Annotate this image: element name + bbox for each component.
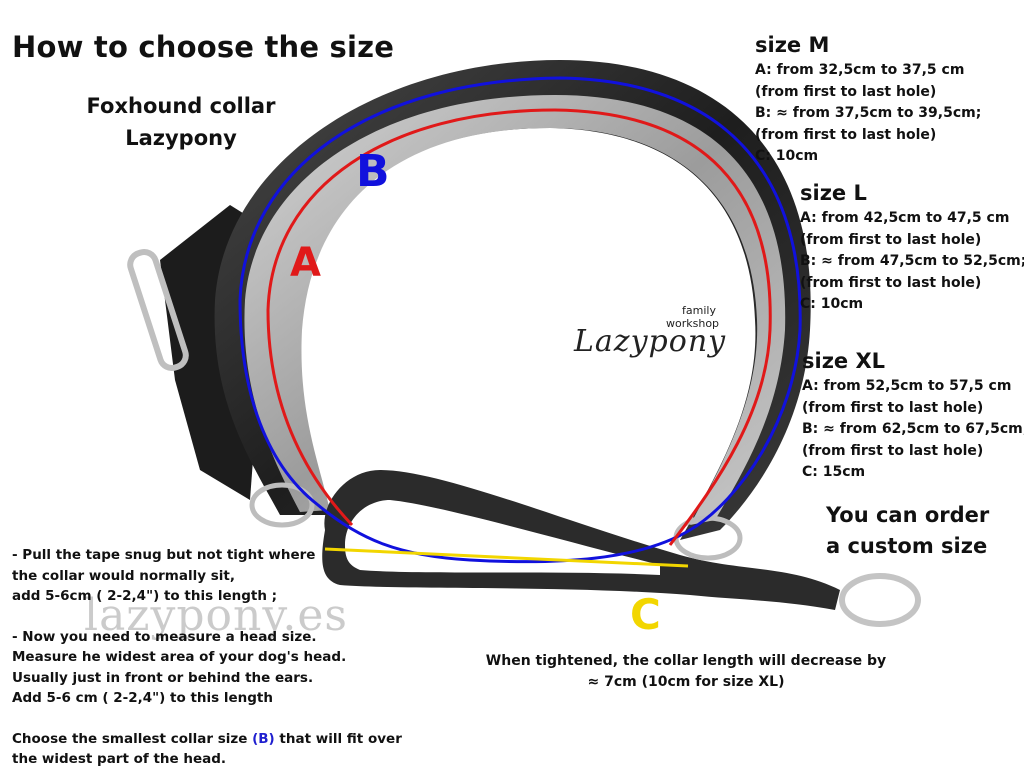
- size-l-block: size L A: from 42,5cm to 47,5 cm (from f…: [800, 180, 1024, 316]
- size-xl-line: A: from 52,5cm to 57,5 cm: [802, 378, 1012, 394]
- size-xl-line: (from first to last hole): [802, 399, 984, 416]
- ring-left: [249, 482, 315, 528]
- instruction-line: Usually just in front or behind the ears…: [12, 669, 314, 686]
- instruction-line: the collar would normally sit,: [12, 567, 235, 584]
- instruction-text: that will fit over: [274, 730, 402, 747]
- instruction-text: Choose the smallest collar size: [12, 730, 253, 747]
- size-b-highlight: (B): [252, 730, 275, 747]
- instruction-line: Measure he widest area of your dog's hea…: [12, 649, 347, 665]
- size-xl-line: C: 15cm: [802, 464, 866, 480]
- size-m-line: A: from 32,5cm to 37,5 cm: [755, 62, 965, 78]
- size-l-line: (from first to last hole): [800, 274, 982, 291]
- size-xl-line: (from first to last hole): [802, 442, 984, 459]
- size-m-line: C: 10cm: [755, 148, 819, 164]
- line-a: [266, 108, 772, 546]
- line-c: [324, 547, 689, 568]
- ring-end: [839, 573, 921, 627]
- size-xl-line: B: ≈ from 62,5cm to 67,5cm;: [802, 421, 1024, 437]
- subtitle-line-1: Foxhound collar: [86, 94, 276, 118]
- logo-family: family: [682, 304, 716, 317]
- size-m-line: (from first to last hole): [755, 83, 937, 100]
- line-b: [238, 76, 802, 564]
- size-m-heading: size M: [755, 33, 830, 57]
- collar-loop: [322, 470, 840, 610]
- tightened-line-2: ≈ 7cm (10cm for size XL): [587, 674, 785, 690]
- tightened-line-1: When tightened, the collar length will d…: [485, 653, 887, 669]
- buckle: [127, 249, 189, 371]
- size-xl-block: size XL A: from 52,5cm to 57,5 cm (from …: [802, 348, 1024, 484]
- custom-size-note: You can order a custom size: [826, 500, 989, 562]
- size-m-line: B: ≈ from 37,5cm to 39,5cm;: [755, 105, 982, 121]
- custom-line-1: You can order: [826, 503, 990, 527]
- instruction-line: add 5-6cm ( 2-2,4") to this length ;: [12, 588, 278, 604]
- page-title: How to choose the size: [12, 30, 395, 64]
- logo-script: Lazypony: [574, 324, 727, 359]
- instruction-line: the widest part of the head.: [12, 751, 227, 767]
- instruction-line: Choose the smallest collar size (B) that…: [12, 729, 432, 750]
- size-m-block: size M A: from 32,5cm to 37,5 cm (from f…: [755, 32, 981, 168]
- size-l-line: C: 10cm: [800, 296, 864, 312]
- size-xl-heading: size XL: [802, 349, 886, 373]
- collar-lining: [244, 95, 786, 525]
- logo-workshop: workshop: [666, 317, 720, 330]
- size-l-line: (from first to last hole): [800, 231, 982, 248]
- instruction-line: - Now you need to measure a head size.: [12, 628, 317, 645]
- custom-line-2: a custom size: [826, 534, 988, 558]
- size-l-line: B: ≈ from 47,5cm to 52,5cm;: [800, 253, 1024, 269]
- tightened-note: When tightened, the collar length will d…: [470, 651, 902, 693]
- size-l-heading: size L: [800, 181, 867, 205]
- instruction-line: - Pull the tape snug but not tight where: [12, 547, 316, 563]
- label-a: A: [290, 240, 321, 286]
- label-c: C: [630, 590, 661, 639]
- instruction-line: Add 5-6 cm ( 2-2,4") to this length: [12, 690, 273, 706]
- measuring-instructions: - Pull the tape snug but not tight where…: [12, 545, 432, 770]
- size-l-line: A: from 42,5cm to 47,5 cm: [800, 210, 1010, 226]
- label-b: B: [356, 146, 390, 197]
- product-subtitle: Foxhound collar Lazypony: [76, 90, 286, 154]
- subtitle-line-2: Lazypony: [125, 126, 237, 150]
- watermark: lazypony.es: [84, 590, 348, 641]
- size-m-line: (from first to last hole): [755, 126, 937, 143]
